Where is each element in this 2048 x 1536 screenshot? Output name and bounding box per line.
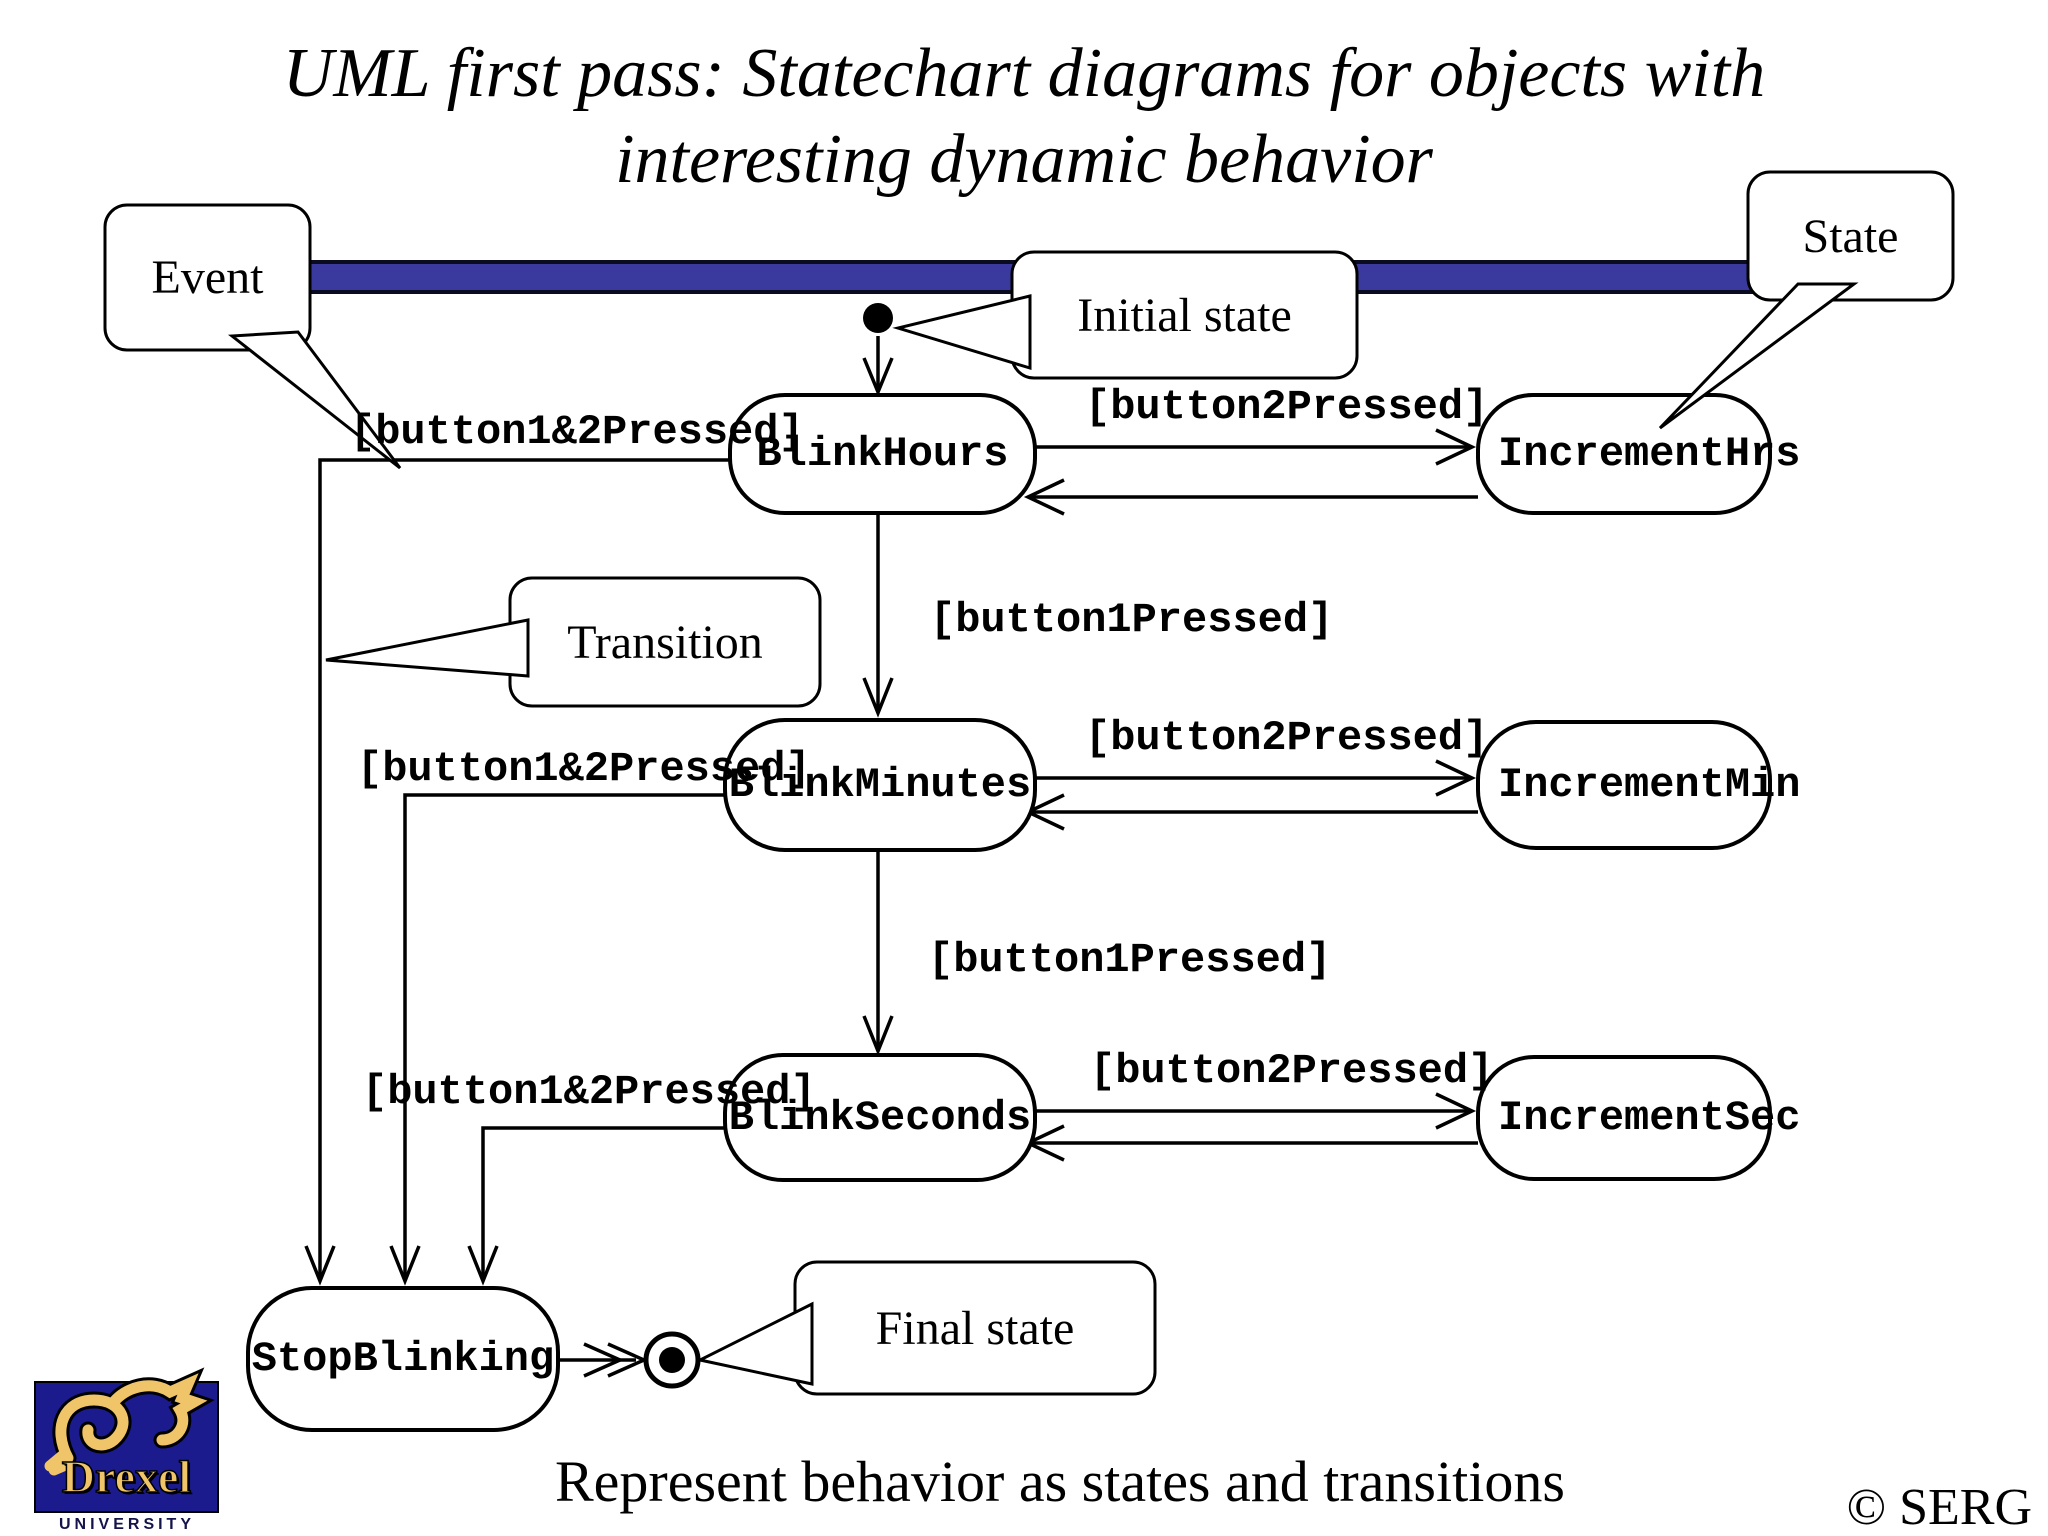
transition-label-button2-minutes: [button2Pressed] [1085,714,1489,762]
state-blinkhours: BlinkHours [756,430,1009,478]
state-shape-blinkminutes [723,718,1037,852]
callout-tail-final-state [695,1301,814,1386]
state-shape-stopblinking [246,1286,560,1432]
transition-label-button1and2-hours: [button1&2Pressed] [350,408,804,456]
callout-shapes [103,170,1955,1396]
callout-shape-state [1746,170,1955,302]
state-shape-incrementsec [1476,1055,1772,1181]
state-incrementmin: IncrementMin [1498,761,1801,809]
state-blinkminutes: BlinkMinutes [728,761,1032,809]
state-incrementsec: IncrementSec [1498,1094,1801,1142]
state-incrementhrs: IncrementHrs [1498,430,1801,478]
callout-initial-state: Initial state [1077,288,1292,342]
callout-tail-initial-state [892,294,1032,371]
state-shape-blinkhours [728,393,1037,515]
state-shape-blinkseconds [723,1053,1037,1182]
transition-label-button1-minutes-seconds: [button1Pressed] [928,936,1332,984]
callout-event: Event [151,251,264,304]
callout-tail-state [1658,282,1859,430]
transition-label-button1and2-minutes: [button1&2Pressed] [357,745,811,793]
final-state-icon [643,1331,701,1389]
transition-lines [304,336,1478,1378]
transition-label-button2-hours: [button2Pressed] [1085,383,1489,431]
drexel-logo-subtitle: UNIVERSITY [58,1516,195,1533]
transition-label-button2-seconds: [button2Pressed] [1090,1047,1494,1095]
callout-tail-transition [325,618,530,678]
transition-label-button1-hours-minutes: [button1Pressed] [930,596,1334,644]
callout-tail-event [227,330,402,470]
drexel-logo [34,1367,219,1513]
slide-title-line1: UML first pass: Statechart diagrams for … [282,35,1766,112]
dragon-icon [44,1373,208,1476]
initial-state-icon [863,303,893,333]
slide-title-line2: interesting dynamic behavior [615,121,1433,198]
state-stopblinking: StopBlinking [251,1335,555,1383]
copyright-label: © SERG [1846,1479,2032,1536]
state-shapes [246,393,1772,1432]
state-blinkseconds: BlinkSeconds [728,1093,1032,1142]
callout-state: State [1802,209,1899,263]
callout-transition: Transition [567,615,763,669]
footer-caption: Represent behavior as states and transit… [555,1449,1565,1514]
state-shape-incrementmin [1476,720,1772,850]
transition-label-button1and2-seconds: [button1&2Pressed] [362,1068,816,1116]
initial-arrowhead [862,357,894,397]
callout-shape-event [103,203,312,352]
state-shape-incrementhrs [1476,393,1772,515]
drexel-logo-name: Drexel [61,1450,192,1503]
callout-final-state: Final state [875,1301,1075,1355]
